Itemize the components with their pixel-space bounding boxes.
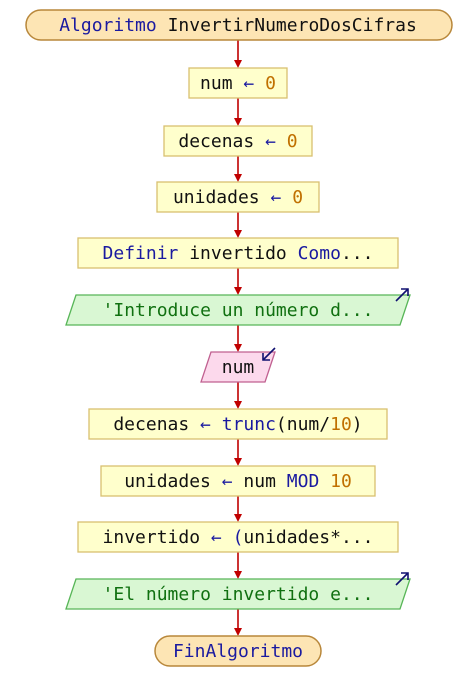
label-token (222, 527, 233, 548)
label-token: ← (222, 471, 233, 492)
process-shape (100, 465, 376, 497)
flow-edge (234, 382, 242, 409)
flow-node-n1[interactable]: num ← 0 (188, 67, 288, 99)
label-token: 10 (330, 471, 352, 492)
label-token: invertido (178, 243, 297, 264)
output-shape (65, 294, 411, 326)
label-token: unidades (124, 471, 222, 492)
edges (234, 40, 242, 636)
flow-edge (234, 40, 242, 68)
flow-edge (234, 609, 242, 636)
input-shape (200, 351, 276, 383)
process-shape (77, 521, 399, 553)
flow-node-n5[interactable]: 'Introduce un número d... (65, 288, 411, 326)
label-token: 'Introduce un número d... (103, 300, 374, 321)
flow-node-n6[interactable]: num (200, 347, 276, 383)
node-label: FinAlgoritmo (173, 641, 303, 662)
output-arrow-icon (395, 288, 409, 302)
label-token: ← (265, 131, 276, 152)
node-label: invertido ← (unidades*... (103, 527, 374, 548)
label-token: FinAlgoritmo (173, 641, 303, 662)
label-token: num (222, 357, 255, 378)
output-shape (65, 578, 411, 610)
output-arrow-icon (395, 572, 409, 586)
label-token: unidades*... (243, 527, 373, 548)
label-token: ) (352, 414, 363, 435)
label-token (281, 187, 292, 208)
label-token (211, 414, 222, 435)
label-token: trunc (222, 414, 276, 435)
label-token: Como (298, 243, 341, 264)
flow-node-n9[interactable]: invertido ← (unidades*... (77, 521, 399, 553)
node-label: 'Introduce un número d... (103, 300, 374, 321)
node-label: num ← 0 (200, 73, 276, 94)
node-label: unidades ← num MOD 10 (124, 471, 352, 492)
label-token (276, 131, 287, 152)
label-token: 0 (292, 187, 303, 208)
node-label: Algoritmo InvertirNumeroDosCifras (59, 15, 417, 36)
process-shape (188, 67, 288, 99)
label-token: Algoritmo (59, 15, 167, 36)
label-token: num (200, 73, 243, 94)
flow-edge (234, 325, 242, 352)
flow-node-n8[interactable]: unidades ← num MOD 10 (100, 465, 376, 497)
label-token: (num/ (276, 414, 330, 435)
flow-node-start[interactable]: Algoritmo InvertirNumeroDosCifras (25, 9, 453, 41)
label-token (254, 73, 265, 94)
label-token: ... (341, 243, 374, 264)
label-token: ← (211, 527, 222, 548)
label-token: ( (233, 527, 244, 548)
label-token: num (233, 471, 287, 492)
label-token (319, 471, 330, 492)
label-token: 0 (287, 131, 298, 152)
flow-edge (234, 552, 242, 579)
label-token: ← (243, 73, 254, 94)
flow-node-n4[interactable]: Definir invertido Como... (77, 237, 399, 269)
process-shape (88, 408, 388, 440)
node-label: unidades ← 0 (173, 187, 303, 208)
process-shape (156, 181, 320, 213)
flow-edge (234, 98, 242, 126)
node-label: decenas ← trunc(num/10) (113, 414, 362, 435)
flow-node-n3[interactable]: unidades ← 0 (156, 181, 320, 213)
node-label: Definir invertido Como... (103, 243, 374, 264)
flow-edge (234, 496, 242, 522)
node-label: num (222, 357, 255, 378)
label-token: InvertirNumeroDosCifras (168, 15, 417, 36)
node-label: 'El número invertido e... (103, 584, 374, 605)
label-token: decenas (178, 131, 265, 152)
flow-node-n10[interactable]: 'El número invertido e... (65, 572, 411, 610)
label-token: ← (200, 414, 211, 435)
process-shape (77, 237, 399, 269)
label-token: 'El número invertido e... (103, 584, 374, 605)
flow-edge (234, 156, 242, 182)
flow-node-n2[interactable]: decenas ← 0 (163, 125, 313, 157)
flow-node-n7[interactable]: decenas ← trunc(num/10) (88, 408, 388, 440)
label-token: Definir (103, 243, 179, 264)
label-token: 10 (330, 414, 352, 435)
flow-node-end[interactable]: FinAlgoritmo (154, 635, 322, 667)
flow-edge (234, 268, 242, 295)
label-token: 0 (265, 73, 276, 94)
label-token: unidades (173, 187, 271, 208)
node-label: decenas ← 0 (178, 131, 297, 152)
label-token: decenas (113, 414, 200, 435)
terminal-shape (25, 9, 453, 41)
flow-edge (234, 439, 242, 466)
process-shape (163, 125, 313, 157)
label-token: invertido (103, 527, 211, 548)
label-token: MOD (287, 471, 320, 492)
terminal-shape (154, 635, 322, 667)
flow-edge (234, 212, 242, 238)
label-token: ← (271, 187, 282, 208)
input-arrow-icon (262, 347, 276, 361)
